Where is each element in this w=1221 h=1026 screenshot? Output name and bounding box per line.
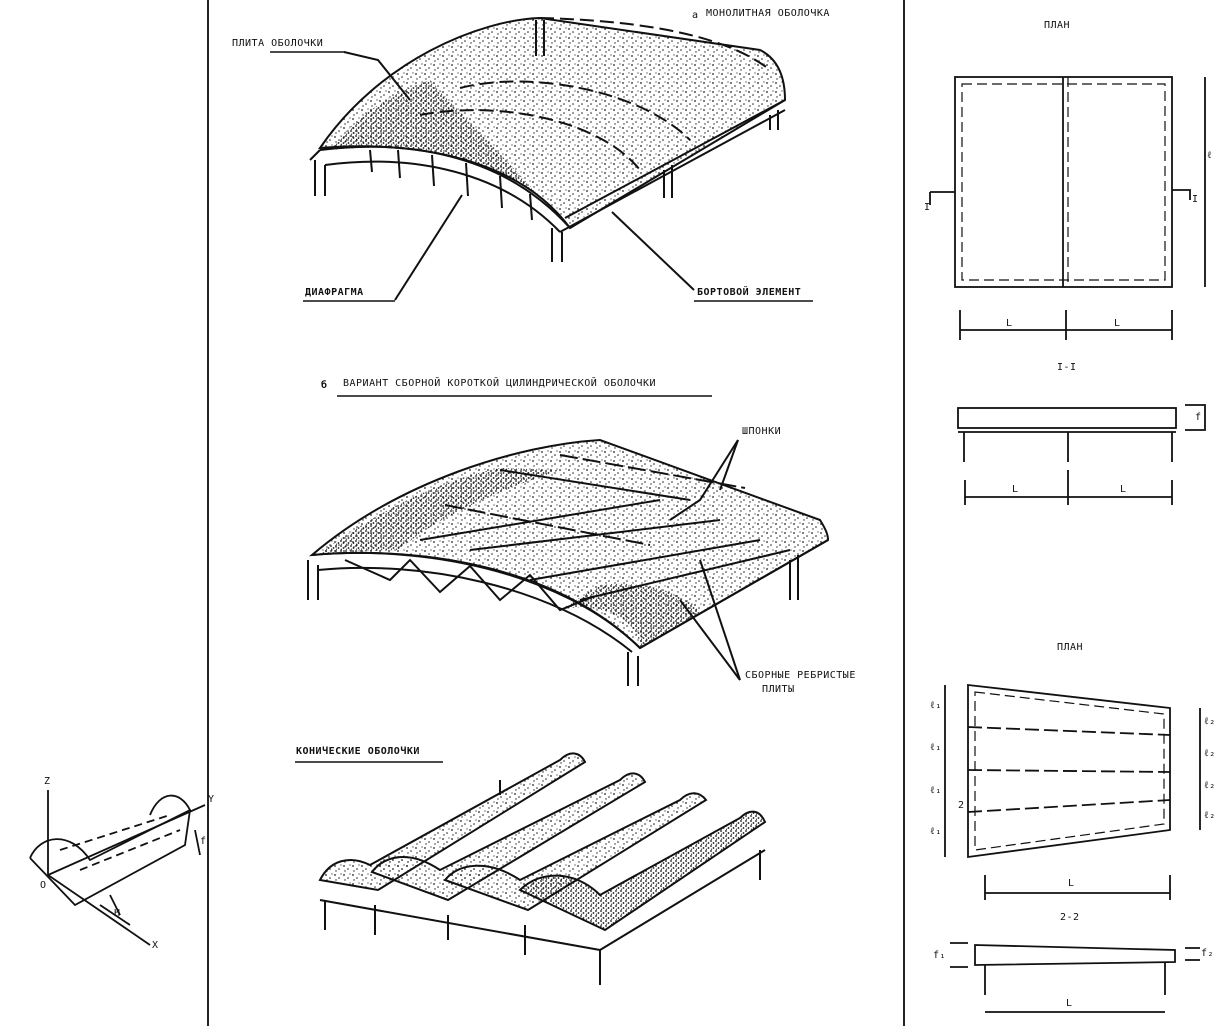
dim-l1-a: ℓ₁ [930, 700, 942, 711]
axis-origin-label: O [40, 880, 47, 891]
plan-2-title: ПЛАН [1057, 642, 1084, 653]
figure-precast-shell [307, 438, 830, 686]
section-2-title: 2-2 [1060, 912, 1080, 923]
axis-x-label: X [152, 940, 159, 951]
section-a-marker: а [692, 10, 699, 21]
section-2 [950, 942, 1200, 1013]
dim-f-label: f [1195, 412, 1202, 423]
section-c-title: КОНИЧЕСКИЕ ОБОЛОЧКИ [296, 746, 420, 757]
dim-L3-label: L [1012, 484, 1019, 495]
precast-plates-label-1: СБОРНЫЕ РЕБРИСТЫЕ [745, 670, 856, 681]
edge-element-label: БОРТОВОЙ ЭЛЕМЕНТ [697, 287, 802, 298]
dim-l1-d: ℓ₁ [930, 826, 942, 837]
dim-L2-label: L [1114, 318, 1121, 329]
section-b-title: ВАРИАНТ СБОРНОЙ КОРОТКОЙ ЦИЛИНДРИЧЕСКОЙ … [343, 378, 656, 389]
section-mark-2: 2 [958, 800, 965, 811]
dim-l-label: ℓ [1207, 150, 1213, 161]
left-divider [207, 0, 209, 1026]
section-a-title: МОНОЛИТНАЯ ОБОЛОЧКА [706, 8, 830, 19]
figure-conical-shells [318, 752, 767, 985]
dim-L1-label: L [1006, 318, 1013, 329]
precast-plates-label-2: ПЛИТЫ [762, 684, 795, 695]
right-divider [903, 0, 905, 1026]
dim-l2-b: ℓ₂ [1204, 748, 1216, 759]
axis-h-label: H [114, 908, 121, 919]
plate-label: ПЛИТА ОБОЛОЧКИ [232, 38, 324, 49]
section-mark-left: I [924, 202, 931, 213]
axis-z-label: Z [44, 776, 51, 787]
axis-y-label: Y [208, 794, 215, 805]
plan-1 [929, 76, 1206, 340]
axes-schematic [29, 790, 206, 946]
dim-l2-c: ℓ₂ [1204, 780, 1216, 791]
section-mark-right: I [1192, 194, 1199, 205]
plan-1-title: ПЛАН [1044, 20, 1071, 31]
diaphragm-label: ДИАФРАГМА [305, 287, 364, 298]
dim-l2-a: ℓ₂ [1204, 716, 1216, 727]
dim-L6-label: L [1066, 998, 1073, 1009]
dim-L5-label: L [1068, 878, 1075, 889]
dim-f1-label: f₁ [933, 950, 947, 961]
dim-l2-d: ℓ₂ [1204, 810, 1216, 821]
dim-l1-c: ℓ₁ [930, 785, 942, 796]
dim-l1-b: ℓ₁ [930, 742, 942, 753]
plan-2 [944, 683, 1201, 900]
section-1-title: I-I [1057, 362, 1077, 373]
section-1 [957, 404, 1206, 505]
section-b-marker: б [321, 380, 328, 391]
axis-f-label: f [200, 836, 207, 847]
dim-f2-label: f₂ [1201, 948, 1215, 959]
figure-monolithic-shell [309, 16, 787, 301]
dim-L4-label: L [1120, 484, 1127, 495]
keys-label: ШПОНКИ [742, 426, 782, 437]
